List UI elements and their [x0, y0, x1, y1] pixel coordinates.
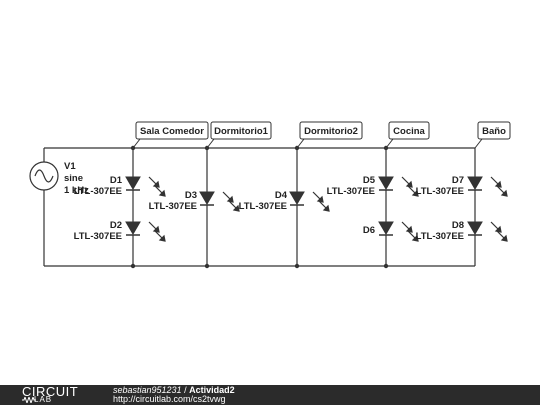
node-tag-box [135, 121, 209, 140]
author-link[interactable]: sebastian951231 [113, 385, 182, 395]
node-tag-sala-comedor[interactable]: Sala Comedor [132, 121, 209, 149]
led-part: LTL-307EE [74, 231, 122, 242]
node-tag-leader [385, 138, 394, 149]
node-tag-leader [474, 138, 483, 149]
led-name: D2 [110, 220, 122, 231]
led-d2[interactable]: D2 LTL-307EE [74, 220, 166, 242]
led-name: D8 [452, 220, 464, 231]
led-icon [467, 221, 508, 242]
circuit-title[interactable]: Actividad2 [189, 385, 235, 395]
led-part: LTL-307EE [416, 186, 464, 197]
node-tag-leader [206, 138, 215, 149]
led-part: LTL-307EE [74, 186, 122, 197]
led-name: D5 [363, 175, 376, 186]
led-icon [125, 176, 166, 197]
sine-wave-icon [34, 169, 54, 183]
node-tag-box [388, 121, 430, 140]
source-name: V1 [64, 161, 76, 172]
logo-text-bottom: LAB [34, 395, 53, 404]
led-d7[interactable]: D7 LTL-307EE [416, 175, 508, 197]
node-tag-dormitorio1[interactable]: Dormitorio1 [206, 121, 272, 149]
junction-dot [204, 263, 210, 269]
separator: / [184, 385, 187, 395]
junction-dot [130, 263, 136, 269]
led-icon [289, 191, 330, 212]
node-tag-box [299, 121, 363, 140]
led-part: LTL-307EE [327, 186, 375, 197]
source-frequency: 1 kHz [64, 185, 89, 196]
node-tag-label: Dormitorio1 [214, 126, 269, 137]
node-tag-dormitorio2[interactable]: Dormitorio2 [296, 121, 363, 149]
led-part: LTL-307EE [149, 201, 197, 212]
led-part: LTL-307EE [416, 231, 464, 242]
node-tag-label: Dormitorio2 [304, 126, 358, 137]
led-name: D7 [452, 175, 464, 186]
led-part: LTL-307EE [239, 201, 287, 212]
led-name: D3 [185, 190, 197, 201]
node-tag-box [210, 121, 272, 140]
author-title-line: sebastian951231 / Actividad2 [113, 386, 235, 395]
node-tag-bano[interactable]: Baño [474, 121, 511, 149]
led-d8[interactable]: D8 LTL-307EE [416, 220, 508, 242]
led-d3[interactable]: D3 LTL-307EE [149, 190, 240, 212]
led-icon [378, 176, 419, 197]
circuitlab-logo[interactable]: CIRCUIT LAB [22, 384, 94, 405]
footer-bar: CIRCUIT LAB sebastian951231 / Actividad2… [0, 384, 540, 405]
schematic-canvas: V1 sine 1 kHz Sala Comedor Dormitorio1 D… [29, 121, 511, 269]
node-tag-box [477, 121, 511, 140]
logo-text-top: CIRCUIT [22, 384, 79, 399]
led-d6[interactable]: D6 [363, 221, 419, 242]
led-icon [199, 191, 240, 212]
node-tag-leader [296, 138, 305, 149]
led-icon [125, 221, 166, 242]
source-type: sine [64, 173, 83, 184]
node-tag-label: Cocina [393, 126, 425, 137]
led-name: D6 [363, 225, 375, 236]
circuit-info: sebastian951231 / Actividad2 http://circ… [113, 386, 235, 404]
voltage-source-v1[interactable]: V1 sine 1 kHz [29, 161, 89, 196]
led-d4[interactable]: D4 LTL-307EE [239, 190, 330, 212]
node-tag-label: Baño [482, 126, 506, 137]
wires [43, 147, 476, 267]
resistor-logo-icon [22, 397, 36, 403]
led-d1[interactable]: D1 LTL-307EE [74, 175, 166, 197]
junction-dot [294, 263, 300, 269]
led-icon [378, 221, 419, 242]
led-icon [467, 176, 508, 197]
led-name: D4 [275, 190, 288, 201]
node-tag-cocina[interactable]: Cocina [385, 121, 430, 149]
led-d5[interactable]: D5 LTL-307EE [327, 175, 419, 197]
node-tag-leader [132, 138, 141, 149]
junction-dot [383, 263, 389, 269]
node-tag-label: Sala Comedor [140, 126, 204, 137]
led-name: D1 [110, 175, 123, 186]
circuit-url[interactable]: http://circuitlab.com/cs2tvwg [113, 394, 226, 404]
